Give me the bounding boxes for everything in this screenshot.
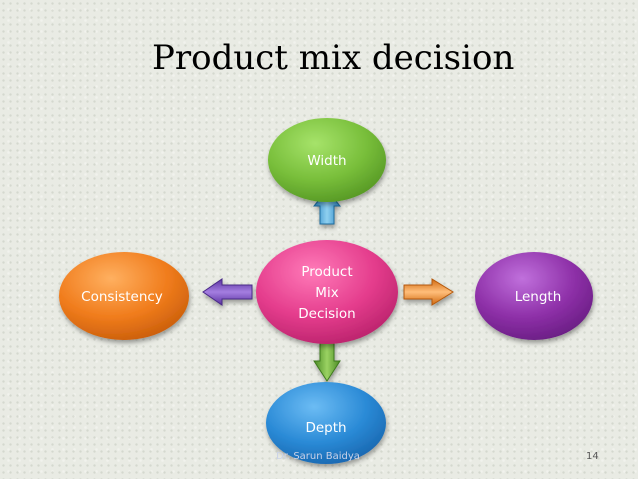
slide-title: Product mix decision: [152, 38, 515, 78]
arrow-down: [313, 340, 341, 382]
node-depth: [266, 382, 386, 464]
node-depth-label: Depth: [305, 420, 346, 436]
center-line-3: Decision: [298, 306, 355, 322]
node-width-label: Width: [307, 153, 346, 169]
node-length: [475, 252, 593, 340]
node-consistency-label: Consistency: [81, 289, 163, 305]
footer-author: Dr. Sarun Baidya: [276, 451, 360, 462]
center-line-1: Product: [301, 264, 352, 280]
arrow-right: [403, 278, 454, 306]
center-line-2: Mix: [315, 285, 338, 301]
arrow-left: [202, 278, 253, 306]
node-width: [268, 118, 386, 202]
node-consistency: [59, 252, 189, 340]
node-length-label: Length: [515, 289, 562, 305]
node-product-mix-decision: [256, 240, 398, 344]
page-number: 14: [586, 451, 599, 462]
